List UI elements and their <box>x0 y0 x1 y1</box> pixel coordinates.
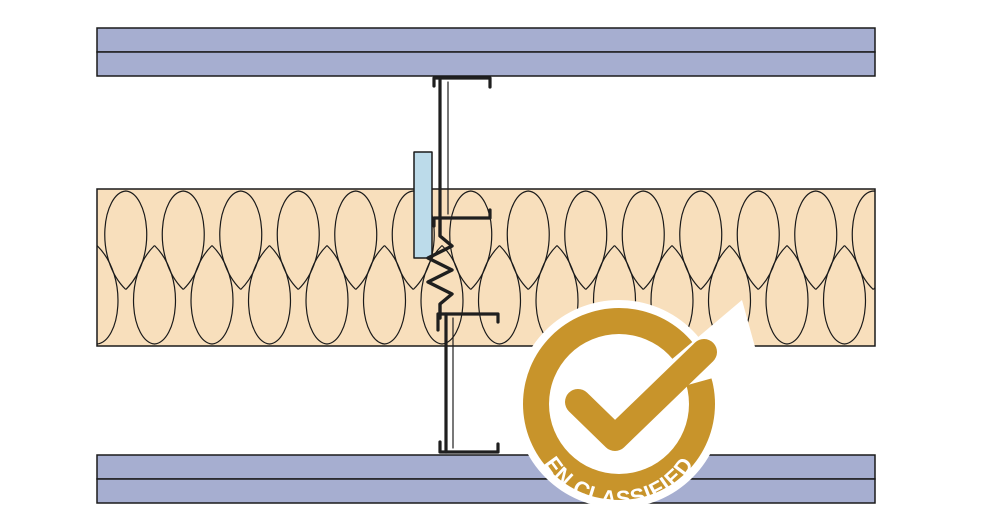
zigzag-connector <box>426 216 454 320</box>
bottom-board-outer <box>96 478 876 504</box>
check-icon <box>565 339 717 451</box>
wool-icon <box>47 190 981 345</box>
lower-c-stud <box>436 312 500 454</box>
wool-loop-lower <box>765 245 809 345</box>
wool-loop-upper <box>736 190 780 290</box>
wool-loop-lower <box>97 245 119 345</box>
top-board-inner <box>96 51 876 77</box>
upper-c-stud <box>432 76 492 228</box>
wool-loop-lower <box>881 246 923 345</box>
top-board-outer <box>96 27 876 53</box>
wool-loop-upper <box>621 190 665 290</box>
wool-loop-lower <box>939 246 981 345</box>
wool-loop-lower <box>420 245 464 345</box>
wool-loop-upper <box>161 190 205 290</box>
bottom-board-inner <box>96 454 876 480</box>
wool-loop-upper <box>564 190 608 290</box>
wool-loop-lower <box>190 245 234 345</box>
wool-loop-upper <box>794 190 838 290</box>
wool-loop-lower <box>478 245 521 345</box>
en-classified-badge: EN CLASSIFIED <box>515 300 760 511</box>
stud-assembly <box>413 76 500 454</box>
wool-loop-upper <box>219 190 263 290</box>
wool-loop-upper <box>506 190 550 290</box>
wool-loop-lower <box>363 245 406 345</box>
wool-loop-upper <box>910 191 952 290</box>
wool-loop-lower <box>133 245 176 345</box>
resilient-strip <box>413 151 433 259</box>
wool-loop-upper <box>104 190 148 290</box>
wool-loop-lower <box>248 245 291 345</box>
wool-loop-upper <box>334 190 378 290</box>
wool-loop-upper <box>679 190 723 290</box>
bottom-board-layers <box>96 454 876 504</box>
wool-loop-upper <box>851 190 875 290</box>
wool-loop-upper <box>449 190 493 290</box>
wool-loop-lower <box>305 245 349 345</box>
insulation-layer <box>47 188 981 347</box>
wool-loop-upper <box>276 190 320 290</box>
wool-loop-lower <box>823 245 866 345</box>
top-board-layers <box>96 27 876 77</box>
wool-loop-upper <box>47 191 89 290</box>
